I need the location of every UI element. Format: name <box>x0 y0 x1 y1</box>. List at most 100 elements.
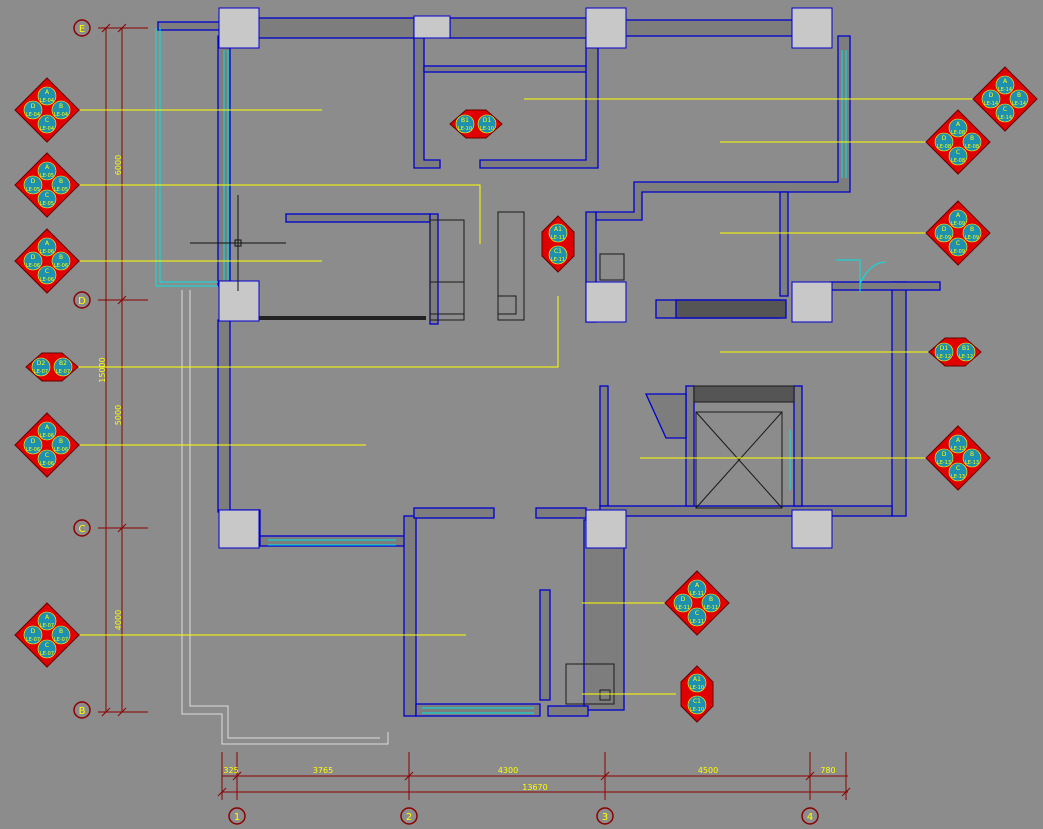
callout-code: LE-08 <box>951 130 965 136</box>
grid-col-4: 4 <box>801 807 819 825</box>
callout-bubble <box>687 695 707 715</box>
callout-code: LE-06 <box>40 433 54 439</box>
callout-diamond <box>925 200 991 266</box>
callout-label: B2 <box>59 360 67 367</box>
callout-bubble <box>934 448 954 468</box>
callout-code: LE-13 <box>951 446 965 452</box>
callout-code: LE-14 <box>1012 101 1026 107</box>
callout-bubble <box>23 175 43 195</box>
callout-bubble <box>948 118 968 138</box>
callout-code: LE-12 <box>937 354 951 360</box>
callout-bubble <box>37 189 57 209</box>
callout-label: A1 <box>554 226 562 233</box>
callout-bubble <box>23 625 43 645</box>
callout-bubble <box>687 579 707 599</box>
dim-bottom-780: 780 <box>820 766 835 775</box>
callout-bubble <box>948 237 968 257</box>
grid-row-e: E <box>73 19 91 37</box>
callout-bubble <box>37 161 57 181</box>
callout-bubble <box>934 223 954 243</box>
callout-bubble <box>455 114 475 134</box>
dim-bottom-total: 13670 <box>522 783 547 792</box>
callout-label: B <box>59 103 63 110</box>
callout-code: LE-14 <box>998 87 1012 93</box>
callout-label: D1 <box>940 345 949 352</box>
dim-left-4000: 4000 <box>114 610 123 630</box>
callout-bubble <box>477 114 497 134</box>
svg-text:4: 4 <box>807 812 813 823</box>
callout-code: LE-14 <box>984 101 998 107</box>
callout-code: LE-06 <box>54 263 68 269</box>
callout-bubble <box>948 462 968 482</box>
grid-col-2: 2 <box>400 807 418 825</box>
callout-label: D <box>942 135 947 142</box>
elevation-callouts: ALE-04DLE-04BLE-04CLE-04ALE-05DLE-05BLE-… <box>14 66 1038 723</box>
callout-bubble <box>51 435 71 455</box>
callout-label: C <box>45 117 49 124</box>
callout-bubble <box>995 75 1015 95</box>
callout-label: A <box>695 582 700 589</box>
callout-code: LE-11 <box>676 605 690 611</box>
callout-label: D <box>681 596 686 603</box>
callout-code: LE-05 <box>40 173 54 179</box>
callout-label: D <box>989 92 994 99</box>
callout-code: LE-08 <box>951 158 965 164</box>
callout-code: LE-10 <box>690 707 704 713</box>
callout-code: LE-09 <box>965 235 979 241</box>
callout-label: D <box>31 178 36 185</box>
callout-code: LE-06 <box>26 447 40 453</box>
callout-code: LE-12 <box>959 354 973 360</box>
callout-bubble <box>31 357 51 377</box>
callout-bubble <box>948 434 968 454</box>
callout-label: C <box>695 610 699 617</box>
callout-code: LE-05 <box>26 187 40 193</box>
callout-label: B <box>970 135 974 142</box>
callout-bubble <box>37 611 57 631</box>
callout-code: LE-13 <box>937 460 951 466</box>
grid-col-1: 1 <box>228 807 246 825</box>
callout-bubble <box>37 86 57 106</box>
callout-code: LE-06 <box>26 263 40 269</box>
left-dimension-chain <box>98 23 148 717</box>
callout-label: A <box>956 121 961 128</box>
callout-code: LE-07 <box>26 637 40 643</box>
grid-row-b: B <box>73 701 91 719</box>
callout-bubble <box>23 435 43 455</box>
callout-code: LE-08 <box>965 144 979 150</box>
svg-text:C: C <box>79 524 86 535</box>
callout-bubble <box>962 132 982 152</box>
callout-code: LE-06 <box>40 277 54 283</box>
grid-row-c: C <box>73 519 91 537</box>
callout-label: A1 <box>693 676 701 683</box>
callout-bubble <box>962 223 982 243</box>
svg-text:B: B <box>79 706 86 717</box>
callout-code: LE-11 <box>704 605 718 611</box>
callout-label: B <box>709 596 713 603</box>
callout-label: C <box>45 452 49 459</box>
callout-label: D <box>31 628 36 635</box>
callout-bubble <box>51 100 71 120</box>
callout-code: LE-11 <box>551 257 565 263</box>
callout-code: LE-05 <box>40 201 54 207</box>
callout-bubble <box>53 357 73 377</box>
callout-bubble <box>948 209 968 229</box>
callout-bubble <box>948 146 968 166</box>
callout-code: LE-04 <box>40 126 54 132</box>
callout-code: LE-07 <box>34 369 48 375</box>
callout-label: D <box>942 226 947 233</box>
callout-code: LE-10 <box>690 685 704 691</box>
callout-label: D <box>31 103 36 110</box>
callout-label: A <box>45 614 50 621</box>
grid-col-3: 3 <box>596 807 614 825</box>
callout-label: B1 <box>461 117 469 124</box>
kitchen-fixtures <box>429 211 795 705</box>
callout-bubble <box>51 625 71 645</box>
callout-label: B <box>970 226 974 233</box>
